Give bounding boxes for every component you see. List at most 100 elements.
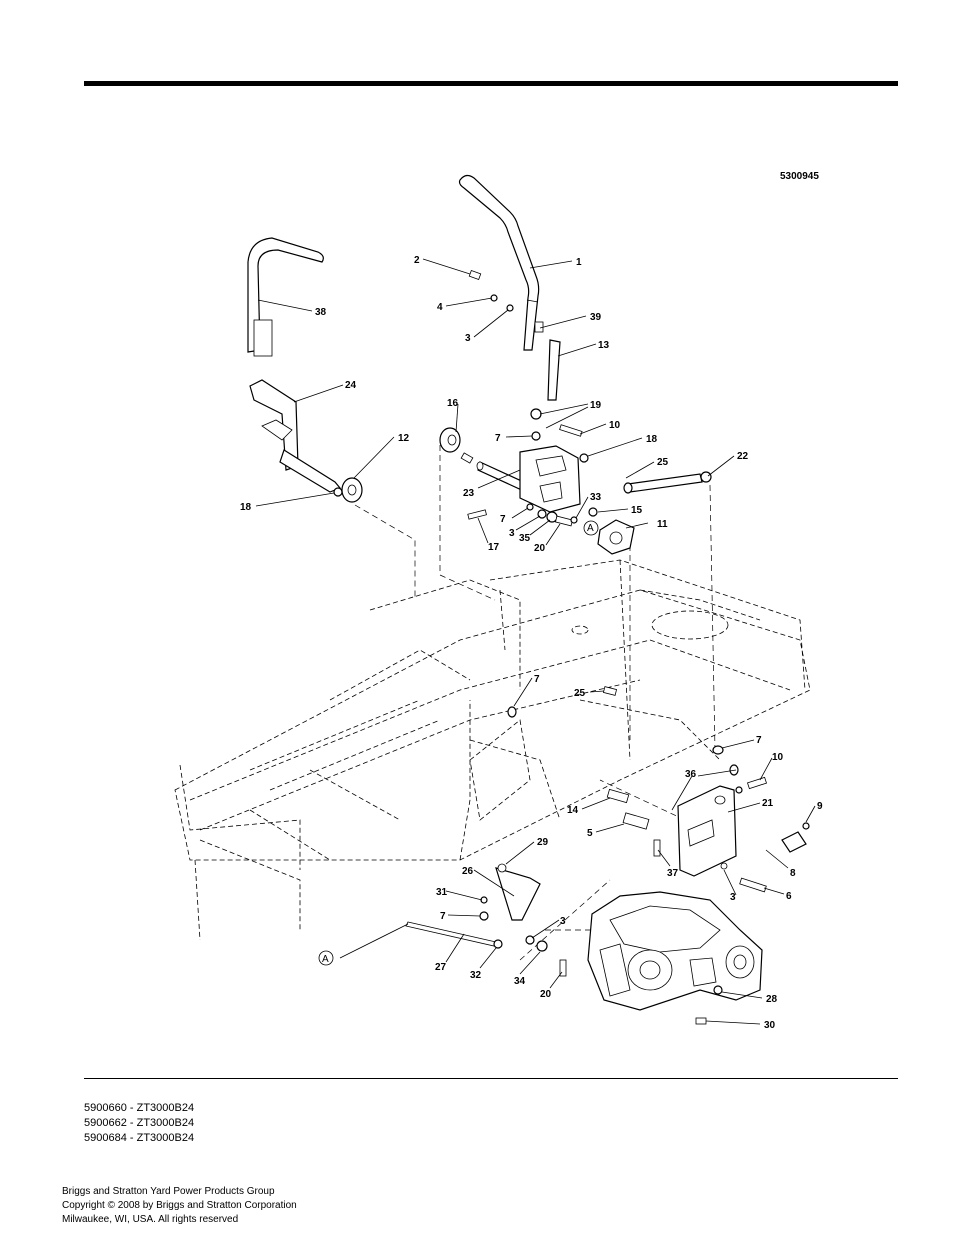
callout-24: 24: [345, 380, 357, 391]
link-13: [547, 339, 561, 401]
nut-15: [588, 507, 598, 517]
copyright-line: Copyright © 2008 by Briggs and Stratton …: [62, 1200, 297, 1211]
control-arm-26: [495, 863, 541, 921]
callout-3-lower-right: 3: [730, 892, 736, 903]
callout-10-lower: 10: [772, 752, 784, 763]
callout-20: 20: [534, 543, 546, 554]
callout-19: 19: [590, 400, 602, 411]
nut-7-lower: [479, 911, 489, 921]
callout-35: 35: [519, 533, 531, 544]
nut-19: [530, 408, 542, 420]
plate-39: [534, 321, 544, 333]
callout-2: 2: [414, 255, 420, 266]
callout-22: 22: [737, 451, 749, 462]
reference-a-circle-top: [583, 520, 599, 536]
model-number: 5900684 - ZT3000B24: [84, 1132, 195, 1144]
callout-17: 17: [488, 542, 500, 553]
callout-7-mid: 7: [500, 514, 506, 525]
nut-18-left: [333, 487, 343, 497]
model-number: 5900660 - ZT3000B24: [84, 1102, 195, 1114]
callout-25: 25: [657, 457, 669, 468]
control-rod-27: [405, 921, 503, 949]
callout-16: 16: [447, 398, 459, 409]
callout-3-mid: 3: [509, 528, 515, 539]
callout-18: 18: [646, 434, 658, 445]
callout-31: 31: [436, 887, 448, 898]
bolt-10-lower: [747, 776, 767, 790]
bolt-20-lower: [559, 959, 567, 977]
callout-21: 21: [762, 798, 774, 809]
ball-joint-34: [525, 935, 567, 977]
callout-36: 36: [685, 769, 697, 780]
reference-a-circle-bottom: [318, 950, 334, 966]
copyright-line: Briggs and Stratton Yard Power Products …: [62, 1186, 275, 1197]
callout-29: 29: [537, 837, 549, 848]
left-handle: [247, 237, 324, 357]
bolt-6: [739, 877, 767, 893]
bolt-37: [653, 839, 661, 857]
nut-7-top: [531, 431, 541, 441]
callout-1: 1: [576, 257, 582, 268]
callout-13: 13: [598, 340, 610, 351]
nut-7-right: [712, 745, 724, 755]
callout-20-lower: 20: [540, 989, 552, 1000]
callout-7-frame: 7: [534, 674, 540, 685]
callout-32: 32: [470, 970, 482, 981]
bolt-17: [467, 509, 487, 520]
left-bracket: [249, 379, 341, 493]
clip-8: [781, 831, 807, 853]
bolt-20-top: [555, 515, 573, 527]
washer-36: [735, 786, 743, 794]
callout-6: 6: [786, 891, 792, 902]
callout-38: 38: [315, 307, 327, 318]
callout-8: 8: [790, 868, 796, 879]
callout-23: 23: [463, 488, 475, 499]
callout-33: 33: [590, 492, 602, 503]
bolt-28: [713, 985, 723, 995]
damper-22: [623, 471, 712, 494]
callout-4: 4: [437, 302, 443, 313]
callout-26: 26: [462, 866, 474, 877]
nut-7-mid: [526, 503, 534, 511]
chassis-frame: [174, 559, 811, 941]
callout-5: 5: [587, 828, 593, 839]
callout-7-lower: 7: [440, 911, 446, 922]
bolt-2: [468, 269, 482, 281]
hydrostatic-transmission: [587, 891, 763, 1025]
nut-3: [506, 304, 514, 312]
callout-14: 14: [567, 805, 579, 816]
pump-bracket-21: [677, 785, 737, 877]
copyright-block: Briggs and Stratton Yard Power Products …: [62, 1185, 297, 1227]
bolt-30: [695, 1017, 707, 1025]
spacer-5: [622, 812, 650, 830]
callout-37: 37: [667, 868, 679, 879]
callout-15: 15: [631, 505, 643, 516]
nut-9: [802, 822, 810, 830]
leader-lines: [255, 258, 816, 1025]
control-handle: [458, 174, 540, 351]
callout-3: 3: [465, 333, 471, 344]
callout-9: 9: [817, 801, 823, 812]
footer-rule: [84, 1078, 898, 1079]
callout-25-lower: 25: [574, 688, 586, 699]
flange-bushing-16: [439, 427, 474, 464]
diagram-number: 5300945: [780, 171, 819, 182]
callout-7: 7: [495, 433, 501, 444]
callout-a-bottom: A: [322, 954, 329, 965]
callout-18-left: 18: [240, 502, 252, 513]
callout-34: 34: [514, 976, 526, 987]
spacer-14: [606, 788, 630, 804]
callout-a-top: A: [587, 523, 594, 534]
bolt-25-lower: [602, 686, 618, 696]
callout-10: 10: [609, 420, 621, 431]
callout-3-lower: 3: [560, 916, 566, 927]
callout-28: 28: [766, 994, 778, 1005]
damper-mount-11: [597, 519, 635, 555]
callout-12: 12: [398, 433, 410, 444]
nut-33: [570, 516, 578, 524]
control-bracket-assembly: [519, 445, 589, 513]
callout-27: 27: [435, 962, 447, 973]
flange-bushing-12: [341, 477, 363, 503]
callout-39: 39: [590, 312, 602, 323]
